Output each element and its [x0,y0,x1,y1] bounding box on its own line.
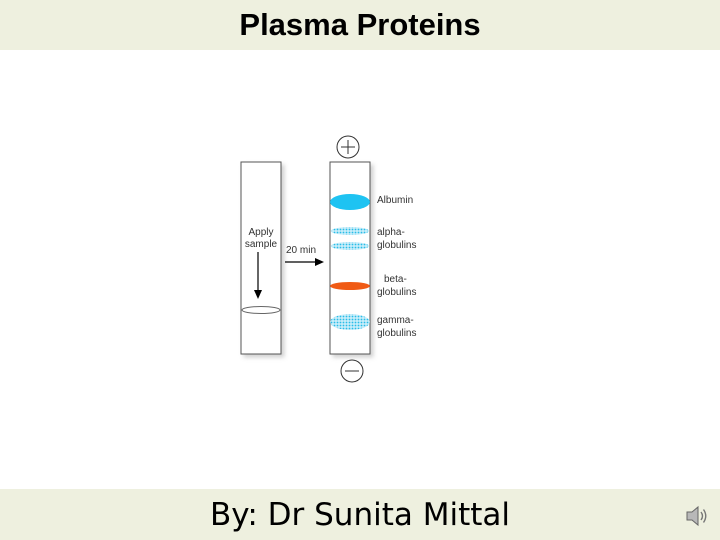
band-label-gamma-1: gamma- [377,315,414,326]
title-bar: Plasma Proteins [0,0,720,50]
time-arrow-head [315,258,324,266]
speaker-icon[interactable] [684,503,710,529]
alpha-globulin-band-2 [331,242,369,250]
apply-label: Apply [248,227,273,238]
sample-well [241,306,281,314]
apply-arrow-head [254,290,262,299]
electrophoresis-diagram: Apply sample 20 min Albumin alpha- globu… [240,135,416,383]
band-label-albumin: Albumin [377,195,413,206]
plus-circle-icon [336,135,360,159]
footer-bar: By: Dr Sunita Mittal [0,489,720,540]
gamma-globulin-band [330,314,370,330]
sample-label: sample [245,239,278,250]
band-label-beta-1: beta- [384,274,407,285]
band-label-gamma-2: globulins [377,328,416,339]
band-label-alpha-1: alpha- [377,227,405,238]
beta-globulin-band [330,282,370,290]
time-label: 20 min [286,245,316,256]
albumin-band [330,194,370,210]
band-label-beta-2: globulins [377,287,416,298]
alpha-globulin-band-1 [331,227,369,235]
author-credit: By: Dr Sunita Mittal [210,496,510,533]
slide-title: Plasma Proteins [239,7,481,42]
sample-tube [240,161,282,355]
band-label-alpha-2: globulins [377,240,416,251]
minus-circle-icon [340,359,364,383]
